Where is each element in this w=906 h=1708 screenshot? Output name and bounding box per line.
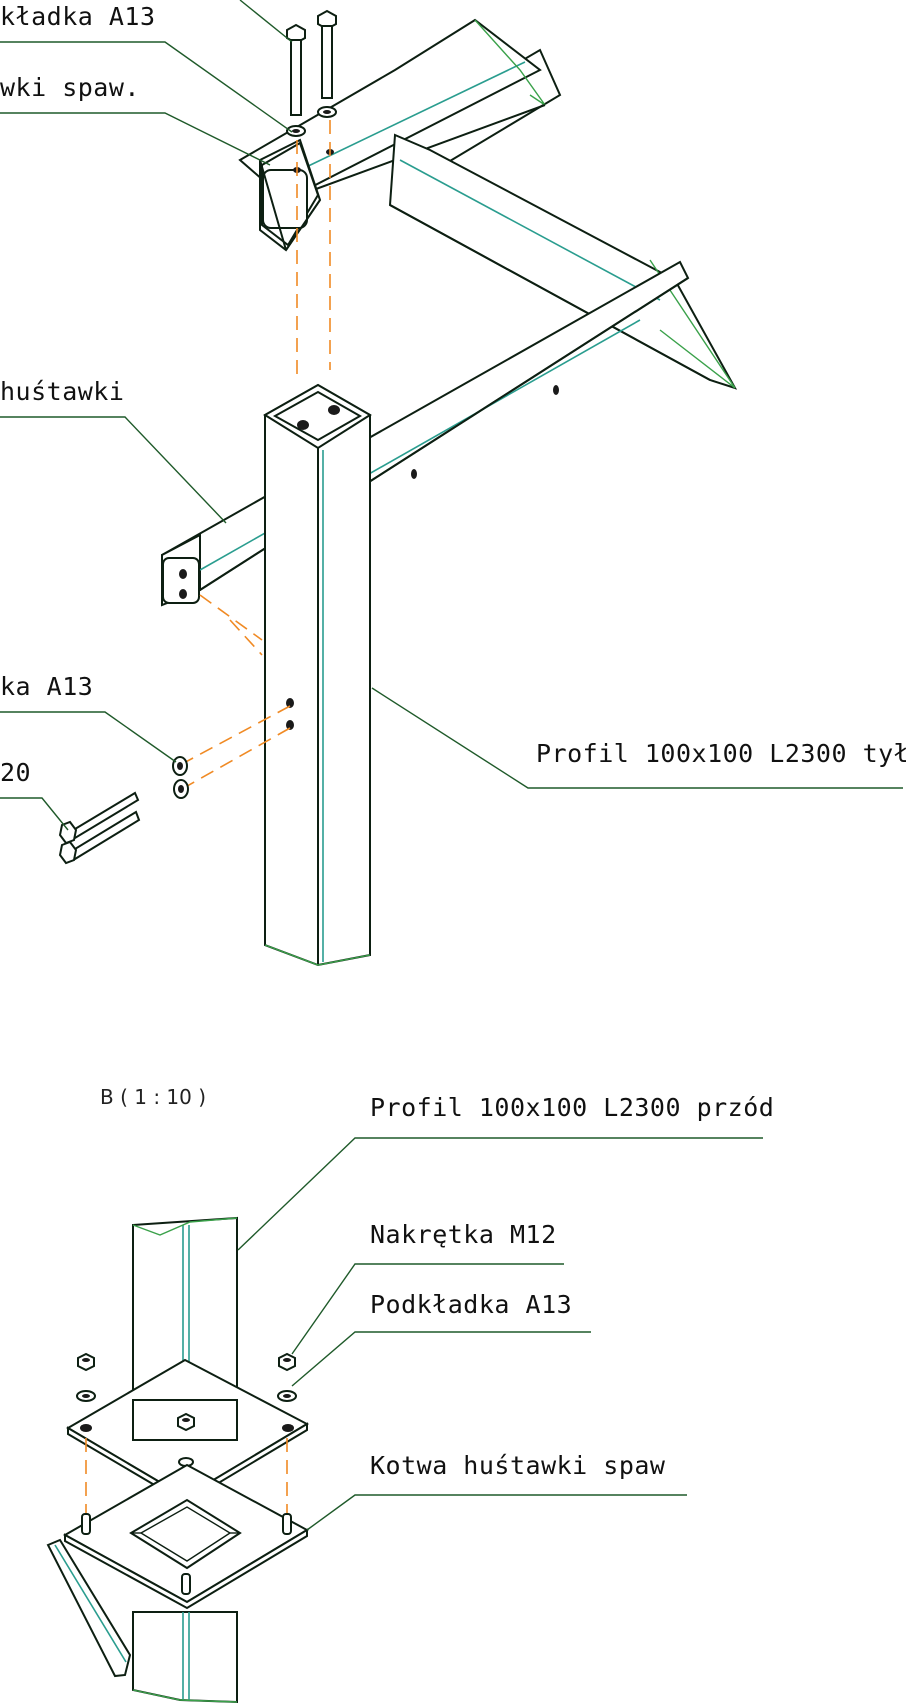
bolt-icon [58,810,141,865]
bottom-leaders [237,1137,763,1531]
label-swing-beam: huśtawki [0,377,124,406]
upper-crossbeam [238,18,562,202]
label-washer-bottom: Podkładka A13 [370,1290,572,1319]
label-bolt-side: 20 [0,758,31,787]
nut-icon [278,1352,296,1372]
rear-post [263,383,372,967]
label-anchor: Kotwa huśtawki spaw [370,1451,666,1480]
stud-icon [181,1573,191,1595]
stud-icon [81,1513,91,1535]
stud-icon [282,1513,292,1535]
label-view-b: B ( 1 : 10 ) [100,1085,206,1109]
diagonal-strut [388,133,738,390]
bolt-icon [317,9,337,99]
bolt-icon [286,23,306,116]
nut-icon [177,1412,195,1432]
top-bolts [286,9,337,173]
fasteners [76,1352,297,1432]
side-bolts [58,756,189,865]
top-leaders [0,0,903,831]
swing-anchor [46,1463,310,1704]
swing-beam [161,260,690,607]
label-nut: Nakrętka M12 [370,1220,557,1249]
bolt-icon [58,791,140,845]
label-washer-side: ka A13 [0,672,93,701]
top-socket-box [259,138,322,252]
label-washer-top: kładka A13 [0,2,156,31]
label-profile-rear: Profil 100x100 L2300 tył [536,739,906,768]
label-profile-front: Profil 100x100 L2300 przód [370,1093,774,1122]
nut-icon [77,1352,95,1372]
label-weld-top: wki spaw. [0,73,140,102]
